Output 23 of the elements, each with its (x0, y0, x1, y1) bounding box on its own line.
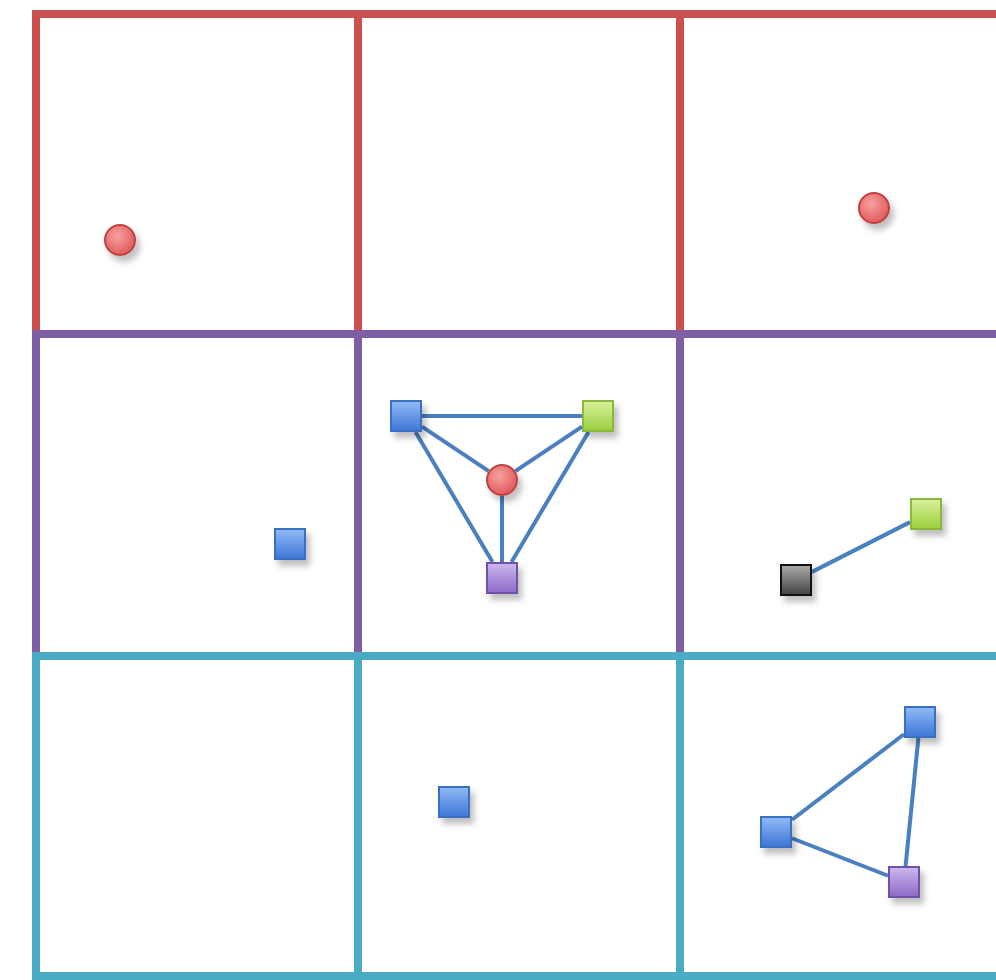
connector-line (509, 431, 591, 563)
square-node (582, 400, 614, 432)
connector-line (420, 425, 490, 473)
connector-line (903, 737, 921, 867)
square-node (274, 528, 306, 560)
square-node (910, 498, 942, 530)
square-node (438, 786, 470, 818)
circle-node (104, 224, 136, 256)
connector-line (790, 732, 906, 822)
connector-line (811, 520, 911, 574)
square-node (390, 400, 422, 432)
connector-line (422, 414, 582, 418)
circle-node (486, 464, 518, 496)
connector-line (413, 431, 495, 563)
square-node (888, 866, 920, 898)
connector-line (500, 496, 504, 562)
connector-line (791, 836, 889, 878)
square-node (904, 706, 936, 738)
connector-line (514, 425, 584, 473)
circle-node (858, 192, 890, 224)
square-node (780, 564, 812, 596)
square-node (760, 816, 792, 848)
square-node (486, 562, 518, 594)
